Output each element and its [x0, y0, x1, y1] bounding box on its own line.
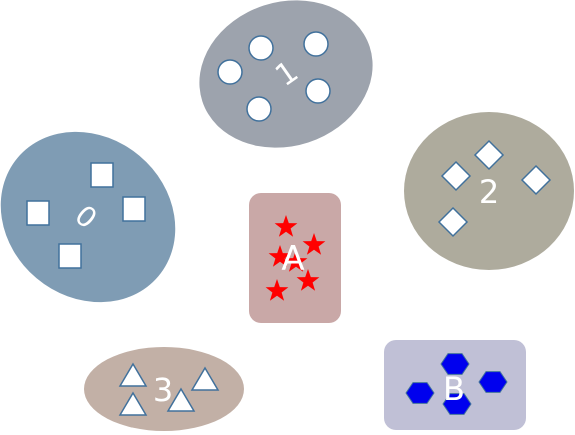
square-icon: [122, 196, 146, 222]
hexagon-icon: [478, 371, 508, 393]
square-icon: [58, 243, 82, 269]
group-3: 3: [84, 347, 244, 431]
group-1-container: [199, 0, 373, 148]
group-2: 2: [404, 112, 574, 270]
star-icon: [302, 233, 326, 255]
circle-icon: [217, 59, 243, 85]
circle-icon: [303, 31, 329, 57]
group-b: B: [384, 340, 526, 430]
group-3-label: 3: [153, 371, 173, 409]
group-0: 0: [0, 131, 176, 303]
circle-icon: [246, 96, 272, 122]
group-b-container: [384, 340, 526, 430]
star-icon: [265, 279, 289, 301]
circle-icon: [305, 78, 331, 104]
diamond-icon: [437, 206, 469, 238]
group-1: 1: [199, 0, 373, 148]
group-b-label: B: [443, 370, 465, 408]
group-a: A: [249, 193, 341, 323]
hexagon-icon: [442, 393, 472, 415]
triangle-icon: [118, 362, 148, 387]
hexagon-icon: [405, 382, 435, 404]
square-icon: [26, 200, 50, 226]
group-2-label: 2: [479, 173, 499, 211]
diamond-icon: [473, 139, 505, 171]
hexagon-icon: [440, 353, 470, 375]
square-icon: [90, 162, 114, 188]
group-a-label: A: [281, 239, 304, 279]
star-icon: [296, 269, 320, 291]
triangle-icon: [118, 391, 148, 416]
triangle-icon: [190, 366, 220, 391]
triangle-icon: [166, 387, 196, 412]
group-0-container: [0, 131, 176, 303]
star-icon: [284, 250, 308, 272]
diamond-icon: [520, 164, 552, 196]
star-icon: [274, 215, 298, 237]
diamond-icon: [440, 160, 472, 192]
star-icon: [268, 245, 292, 267]
circle-icon: [248, 35, 274, 61]
